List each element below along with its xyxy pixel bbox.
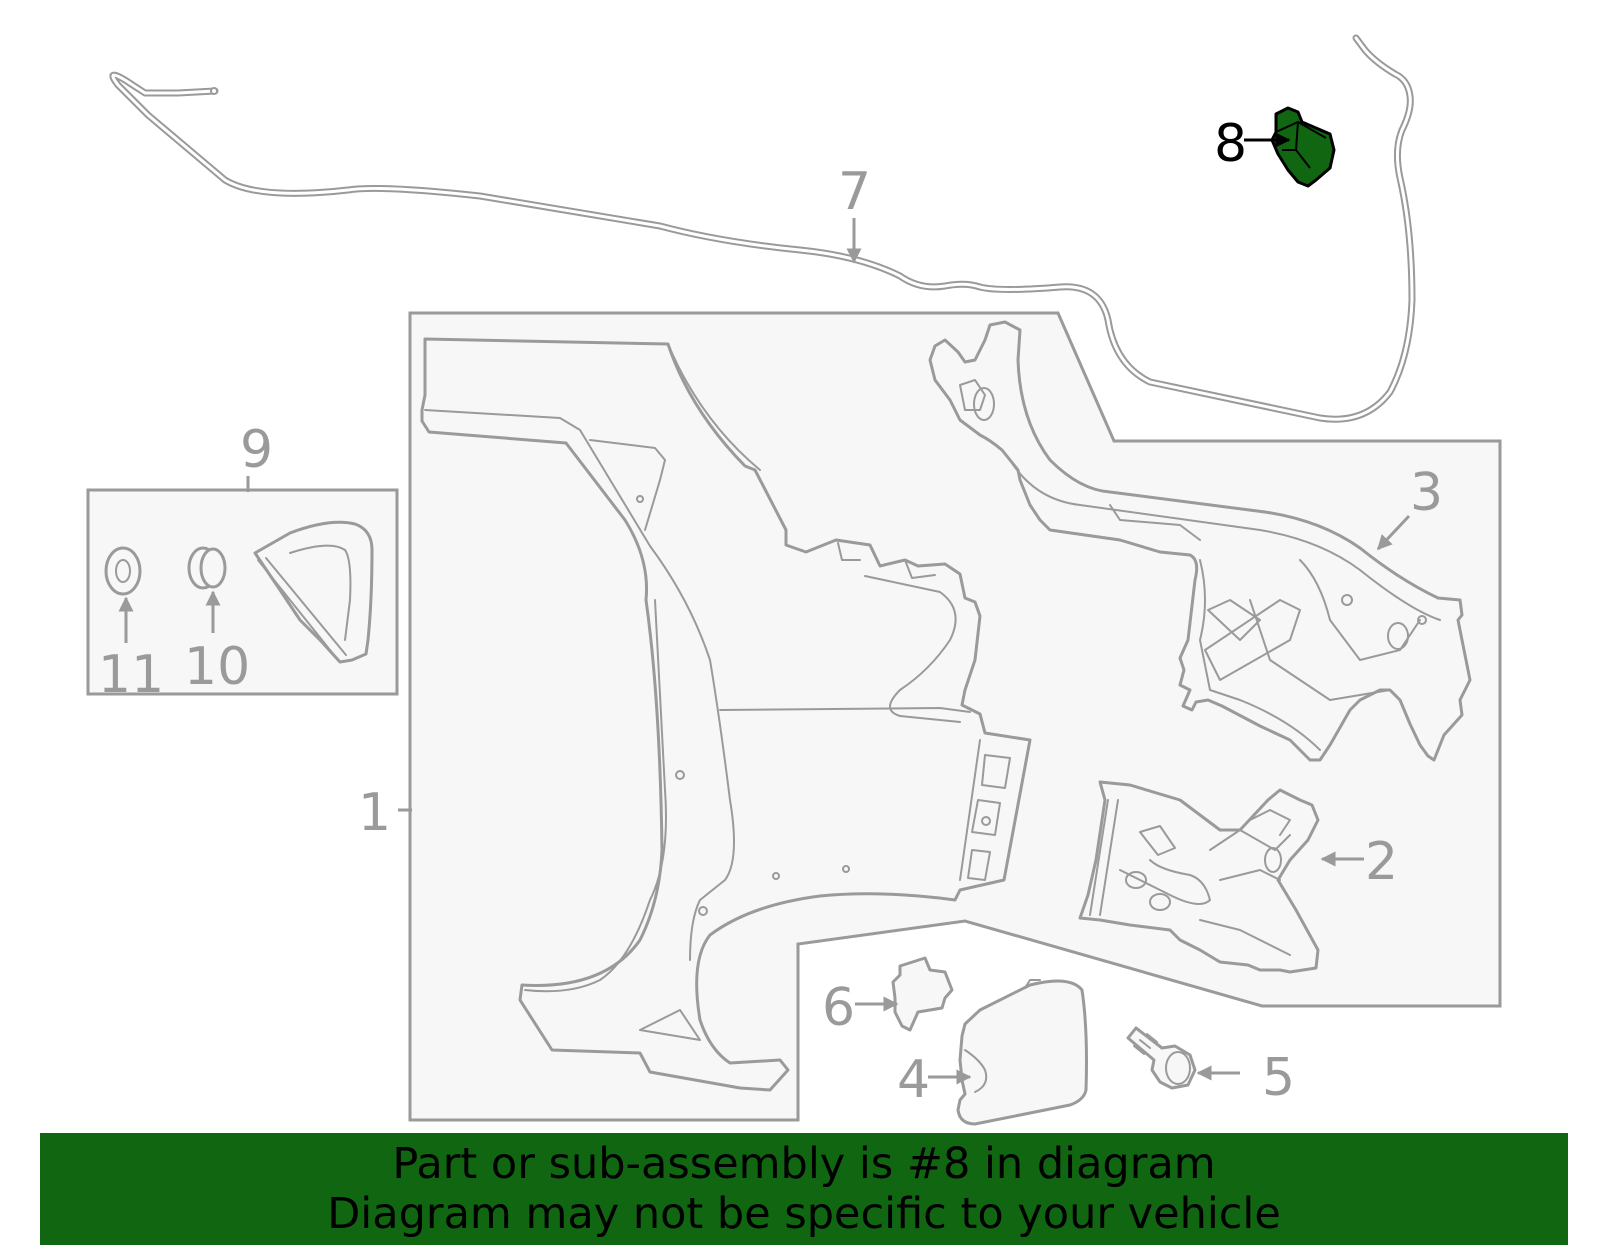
info-banner: Part or sub-assembly is #8 in diagram Di… xyxy=(40,1133,1568,1245)
part-3-wheelhouse-panel[interactable] xyxy=(928,320,1472,762)
callout-7: 7 xyxy=(838,162,871,222)
part-4-fuel-door[interactable] xyxy=(956,979,1088,1126)
part-6-bracket[interactable] xyxy=(891,956,954,1032)
callout-2: 2 xyxy=(1365,832,1398,892)
part-9-kit-contents[interactable] xyxy=(253,520,374,664)
callout-11: 11 xyxy=(98,645,164,705)
callout-4: 4 xyxy=(897,1050,930,1110)
leader-3 xyxy=(1376,514,1411,551)
part-1-quarter-panel[interactable] xyxy=(420,337,1032,1092)
part-7-cable[interactable] xyxy=(109,34,1416,423)
banner-line-part: Part or sub-assembly is #8 in diagram xyxy=(392,1139,1216,1189)
callout-3: 3 xyxy=(1410,463,1443,523)
banner-line-disclaimer: Diagram may not be specific to your vehi… xyxy=(327,1189,1281,1239)
part-8-clip[interactable] xyxy=(1270,106,1336,188)
part-2-wheelhouse-lower[interactable] xyxy=(1078,780,1320,974)
callout-9: 9 xyxy=(240,420,273,480)
callout-10: 10 xyxy=(184,637,250,697)
part-11-washer[interactable] xyxy=(104,546,142,596)
callout-5: 5 xyxy=(1262,1048,1295,1108)
part-5-bolt[interactable] xyxy=(1126,1026,1197,1090)
callout-6: 6 xyxy=(822,978,855,1038)
callout-8[interactable]: 8 xyxy=(1214,114,1247,174)
part-10-grommet[interactable] xyxy=(187,546,227,590)
callout-1: 1 xyxy=(358,783,391,843)
